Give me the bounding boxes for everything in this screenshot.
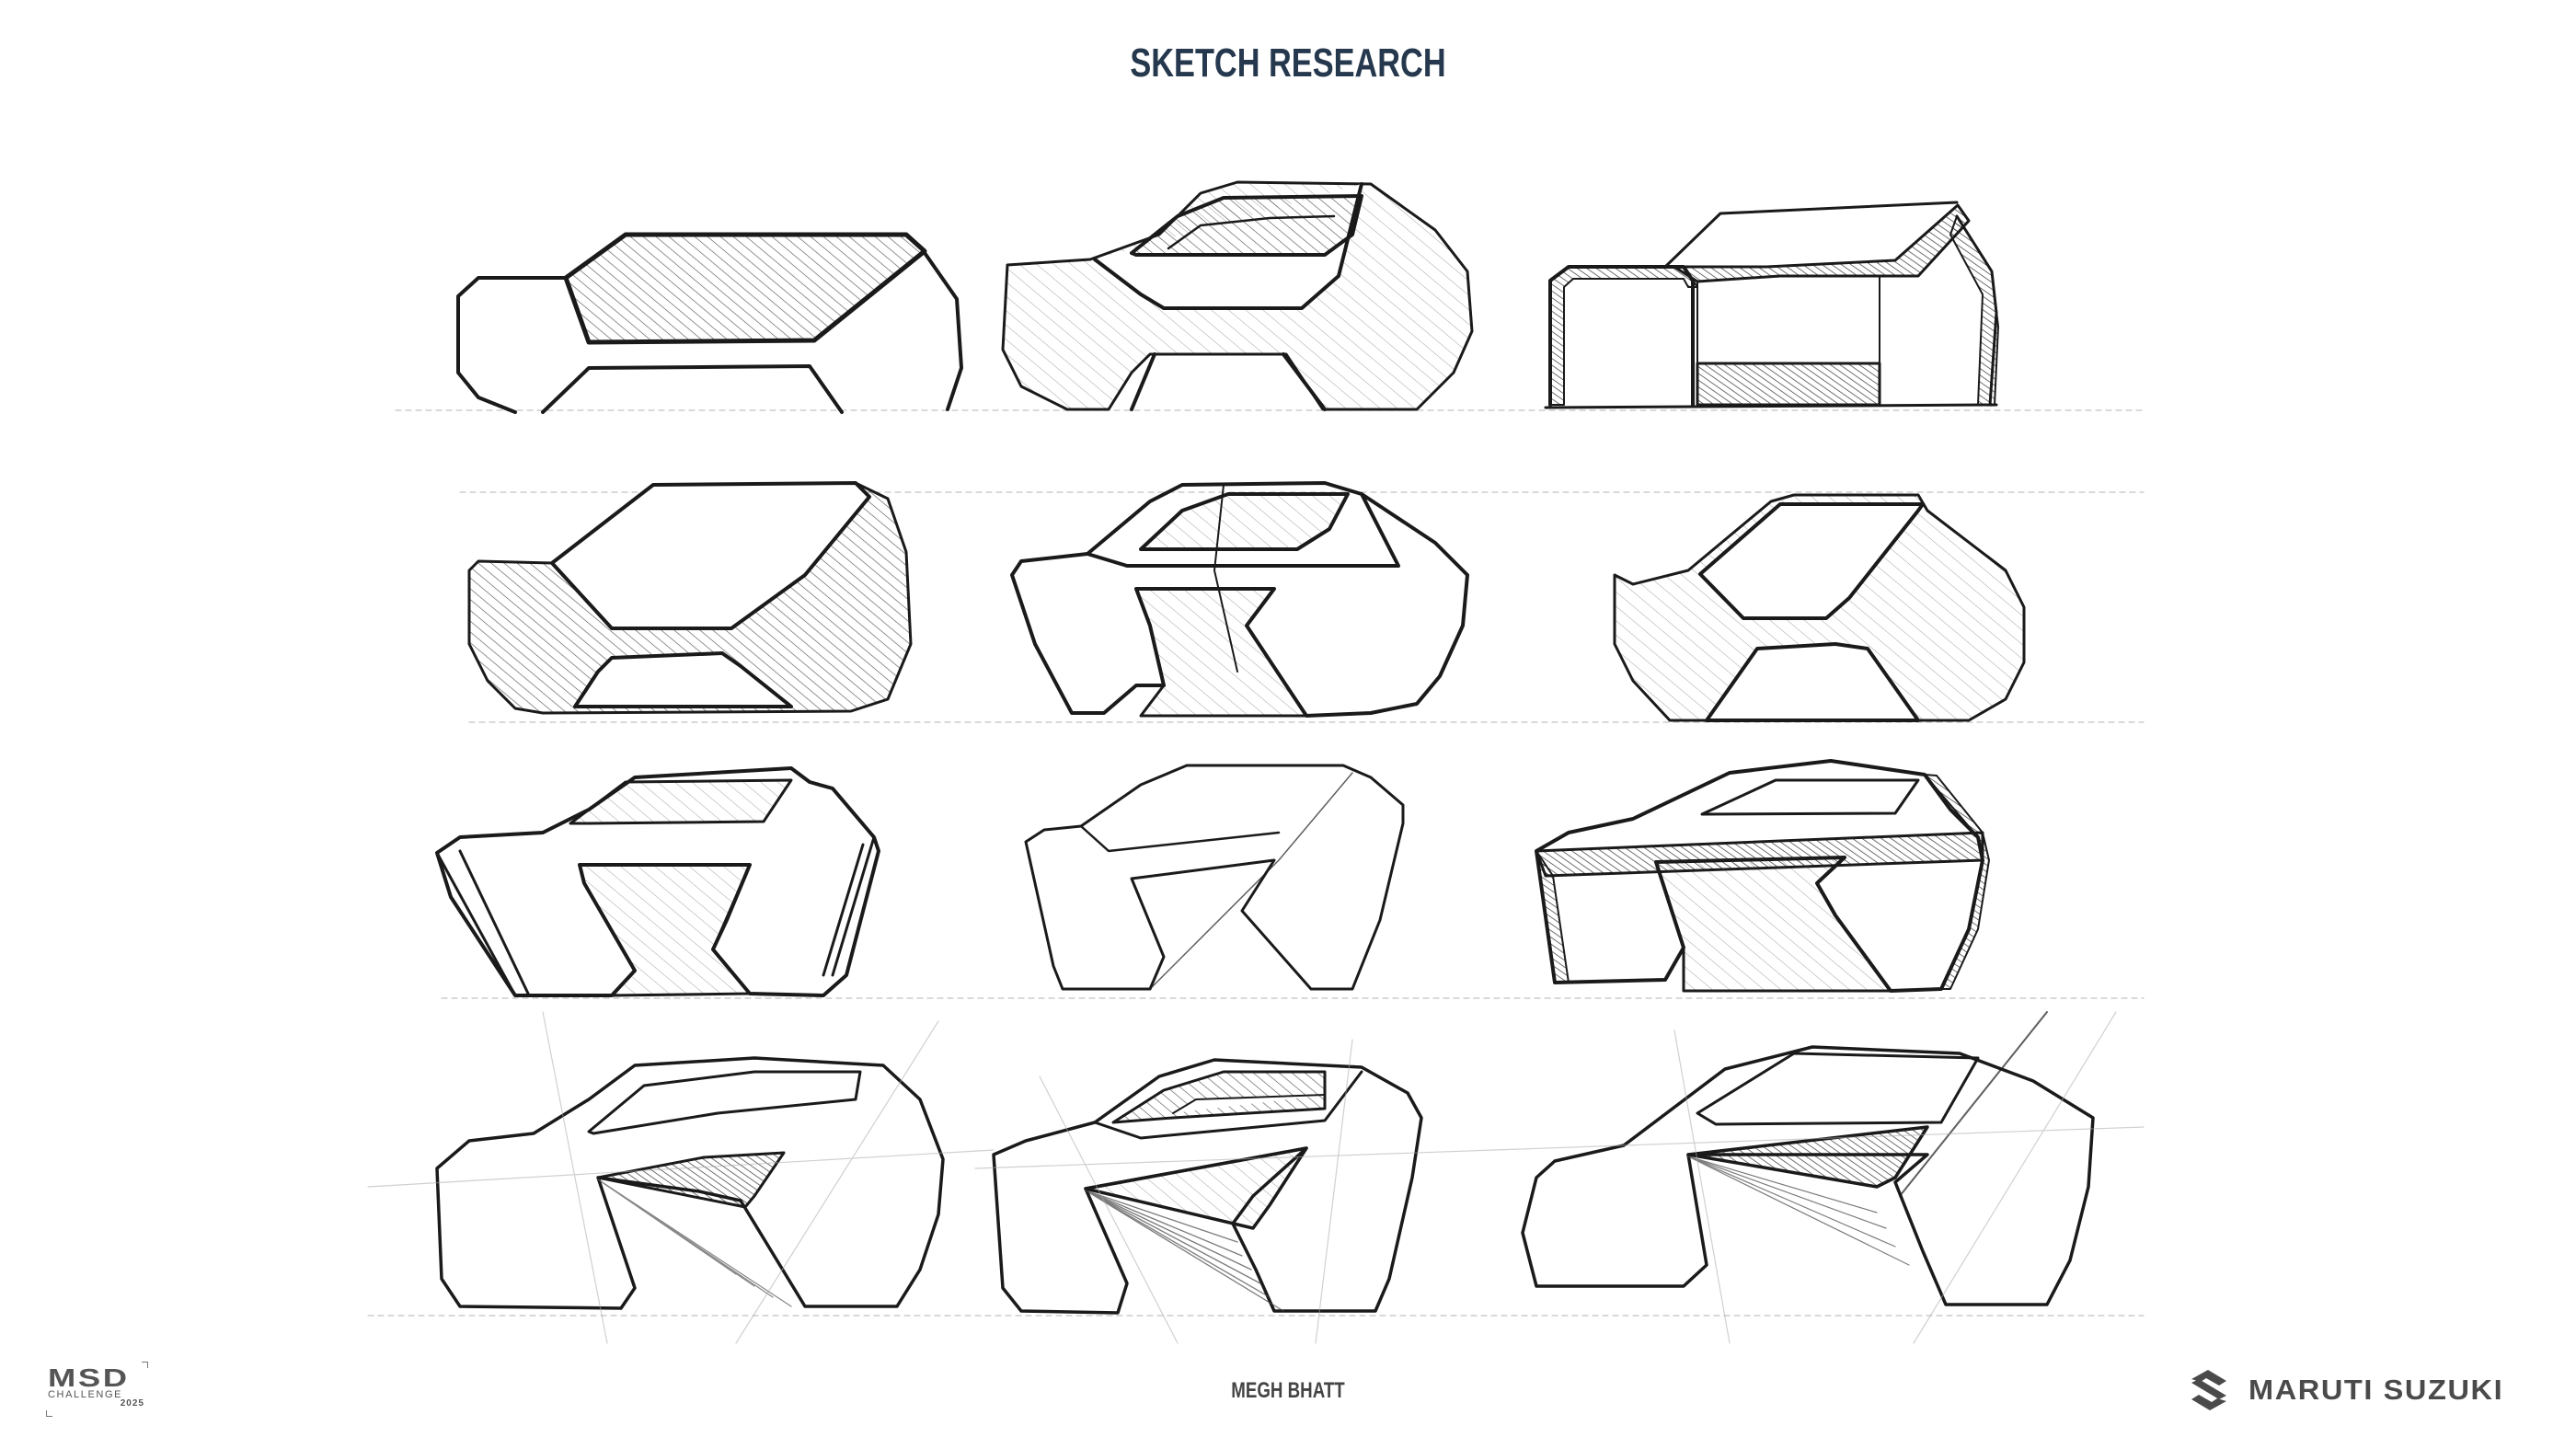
suzuki-s-icon xyxy=(2191,1370,2226,1410)
sketch-r3c1 xyxy=(435,766,880,997)
sketch-r2c2 xyxy=(1010,481,1469,718)
sketch-r1c1 xyxy=(456,232,963,414)
author-name: MEGH BHATT xyxy=(1231,1378,1345,1403)
sketch-r3c2 xyxy=(1024,764,1405,991)
msd-challenge-logo: MSD CHALLENGE 2025 xyxy=(44,1362,150,1417)
brand-name: MARUTI SUZUKI xyxy=(2248,1374,2504,1406)
sketch-r1c2 xyxy=(1001,180,1474,411)
logo-corner-mark xyxy=(142,1362,148,1368)
sketch-r3c3 xyxy=(1535,759,1990,993)
msd-logo-year: 2025 xyxy=(120,1398,144,1409)
sketch-r1c3 xyxy=(1544,201,1999,409)
sketch-r4c1 xyxy=(435,1056,945,1310)
sketch-r2c3 xyxy=(1613,493,2026,722)
msd-logo-sub: CHALLENGE xyxy=(48,1389,123,1400)
page-title: SKETCH RESEARCH xyxy=(1130,40,1446,86)
sketch-r4c2 xyxy=(992,1058,1423,1315)
msd-logo-main: MSD xyxy=(48,1363,130,1392)
sketch-r4c3 xyxy=(1521,1011,2095,1306)
logo-corner-mark xyxy=(46,1410,52,1417)
sketch-r2c1 xyxy=(467,481,913,715)
maruti-suzuki-logo: MARUTI SUZUKI xyxy=(2190,1369,2502,1411)
